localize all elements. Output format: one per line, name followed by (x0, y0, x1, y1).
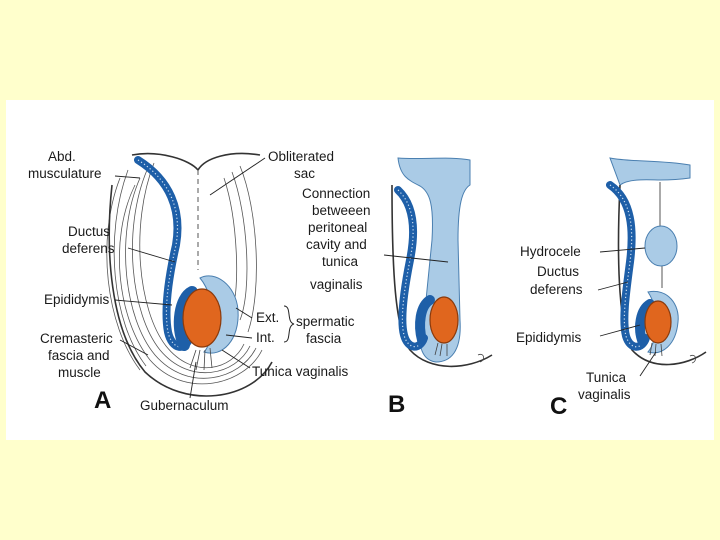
panel-letter-b: B (388, 391, 405, 418)
obliterated-sac-label: Obliterated (268, 149, 334, 164)
diagram-c: Hydrocele Ductus deferens Epididymis Tun… (516, 157, 707, 420)
tunica-vaginalis-label-c: vaginalis (578, 387, 631, 402)
ductus-deferens-label: deferens (62, 241, 115, 256)
ductus-deferens-label-c: Ductus (537, 264, 579, 279)
figure-panel (6, 100, 714, 440)
connection-label: vaginalis (310, 277, 363, 292)
int-label: Int. (256, 330, 275, 345)
spermatic-fascia-label: fascia (306, 331, 342, 346)
connection-label: peritoneal (308, 220, 367, 235)
connection-label: tunica (322, 254, 359, 269)
connection-label: Connection (302, 186, 370, 201)
gubernaculum-label: Gubernaculum (140, 398, 229, 413)
tunica-vaginalis-label-c: Tunica (586, 370, 627, 385)
diagram-b: Connection betweeen peritoneal cavity an… (302, 157, 493, 418)
spermatic-fascia-label: spermatic (296, 314, 355, 329)
tunica-vaginalis-label: Tunica vaginalis (252, 364, 349, 379)
connection-label: betweeen (312, 203, 371, 218)
diagram-a: Abd. musculature Obliterated sac Ductus … (28, 149, 355, 414)
cremasteric-label: muscle (58, 365, 101, 380)
ductus-deferens-label-c: deferens (530, 282, 583, 297)
cremasteric-label: Cremasteric (40, 331, 113, 346)
epididymis-label: Epididymis (44, 292, 110, 307)
abd-musculature-label: musculature (28, 166, 102, 181)
panel-letter-a: A (94, 387, 111, 414)
ductus-deferens-label: Ductus (68, 224, 110, 239)
epididymis-label-c: Epididymis (516, 330, 582, 345)
connection-label: cavity and (306, 237, 367, 252)
obliterated-sac-label: sac (294, 166, 315, 181)
abd-musculature-label: Abd. (48, 149, 76, 164)
cremasteric-label: fascia and (48, 348, 110, 363)
panel-letter-c: C (550, 393, 567, 420)
ext-label: Ext. (256, 310, 279, 325)
hydrocele-label: Hydrocele (520, 244, 581, 259)
